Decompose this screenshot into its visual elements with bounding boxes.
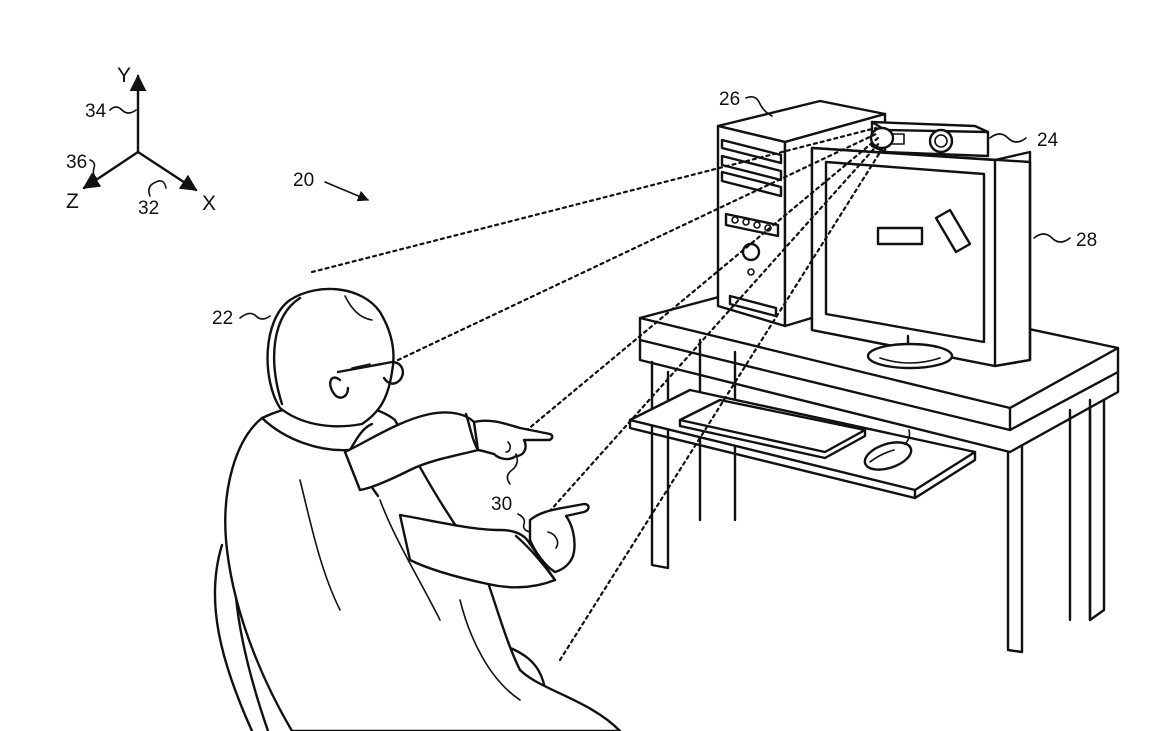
system-ref-20: 20: [293, 170, 370, 202]
leader-30-lower: [517, 513, 531, 533]
gaze-camera: [869, 126, 895, 150]
leader-24: [989, 133, 1027, 143]
drive-bay-3: [720, 170, 783, 198]
ref-label-26: 26: [719, 89, 740, 110]
ray-to-hand-1: [513, 136, 880, 442]
ref-label-32: 32: [138, 198, 159, 219]
ref-label-22: 22: [212, 308, 233, 329]
ref-label-24: 24: [1037, 130, 1059, 151]
chair-back: [213, 543, 254, 731]
ref-label-34: 34: [85, 101, 107, 122]
leader-32: [148, 180, 167, 197]
leader-30-upper: [506, 453, 519, 485]
sensing-rays: [310, 126, 886, 662]
ray-1: [310, 126, 878, 274]
user-right-hand: [472, 419, 554, 461]
desk-apron: [638, 338, 1120, 454]
leader-28: [1033, 233, 1071, 243]
desk-right-back-leg: [1068, 398, 1092, 622]
x-axis-arrow: [136, 150, 198, 192]
ray-lower: [558, 144, 886, 662]
jacket-fold-2: [379, 499, 441, 621]
user-glasses: [336, 360, 404, 385]
x-axis-label: X: [202, 192, 216, 215]
monitor-screen: [824, 160, 986, 344]
y-axis-label: Y: [117, 64, 131, 87]
user-left-cuff: [514, 534, 557, 582]
user-left-hand: [528, 502, 590, 574]
axis-triad: Y X Z 34 36 32: [66, 64, 216, 219]
user-head: [266, 287, 395, 428]
screen-object-tilted-rectangle: [934, 208, 972, 254]
jacket-fold-3: [459, 599, 521, 701]
ref-label-30: 30: [491, 494, 512, 515]
power-button: [741, 242, 761, 262]
leader-34: [109, 106, 137, 114]
z-axis-arrow: [82, 150, 140, 190]
leader-26: [745, 96, 773, 117]
ray-to-eyes: [396, 132, 878, 362]
leader-22: [239, 312, 271, 320]
leader-36: [89, 159, 97, 179]
user-hair: [273, 296, 302, 406]
ref-label-20: 20: [293, 170, 314, 191]
desk-right-front-leg: [1006, 444, 1024, 654]
ref-label-28: 28: [1076, 230, 1097, 251]
mouse-cable: [904, 429, 911, 445]
desk-left-front-leg: [650, 360, 670, 570]
monitor-base: [866, 342, 954, 370]
monitor: 28: [810, 146, 1097, 370]
screen-object-rectangle: [876, 226, 924, 246]
drive-bay-1: [720, 138, 783, 165]
user-ear: [329, 376, 350, 399]
z-axis-label: Z: [66, 190, 79, 213]
leader-20: [324, 181, 370, 202]
front-panel: [724, 212, 780, 238]
ref-label-36: 36: [66, 152, 87, 173]
user: 22 30: [212, 287, 622, 731]
sensor-lens: [928, 128, 954, 154]
ray-to-hand-2: [538, 140, 882, 524]
mouse: [863, 441, 913, 471]
jacket-fold-1: [299, 479, 341, 611]
